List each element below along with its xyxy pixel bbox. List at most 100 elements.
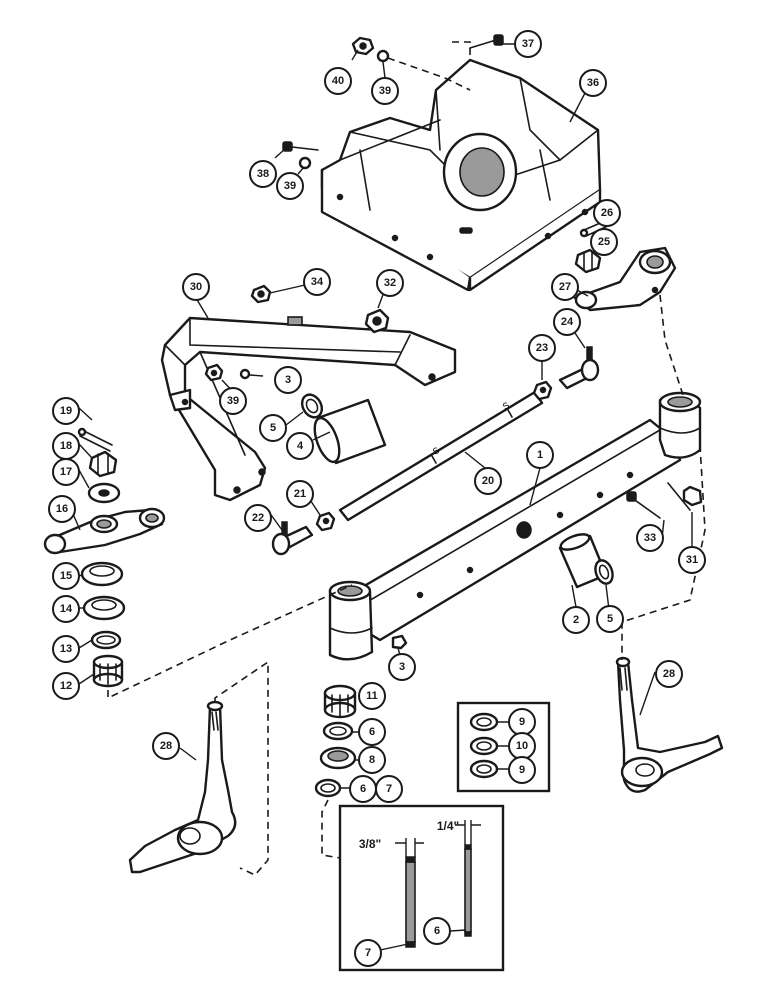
callout-27: 27 <box>551 273 579 301</box>
washer-5-left <box>300 393 324 419</box>
callout-28-left: 28 <box>152 732 180 760</box>
callout-26: 26 <box>593 199 621 227</box>
callout-7-lower: 7 <box>375 775 403 803</box>
front-axle-beam <box>328 391 702 661</box>
callout-16: 16 <box>48 495 76 523</box>
svg-text:3: 3 <box>285 374 291 386</box>
svg-text:1: 1 <box>537 449 543 461</box>
callout-39-top: 39 <box>371 77 399 105</box>
callout-17: 17 <box>52 458 80 486</box>
callout-6-lower: 6 <box>349 775 377 803</box>
callout-2: 2 <box>562 606 590 634</box>
dimension-3-8-inch: 3/8" <box>359 837 381 851</box>
svg-text:27: 27 <box>559 281 571 293</box>
thrust-washer-14 <box>82 595 126 621</box>
callout-19: 19 <box>52 397 80 425</box>
nut-34 <box>250 284 272 304</box>
nut-32 <box>364 308 390 334</box>
steering-arm-16 <box>43 507 166 555</box>
lockwasher-39-top <box>376 49 390 63</box>
callout-28-right: 28 <box>655 660 683 688</box>
svg-text:36: 36 <box>587 77 599 89</box>
callout-1: 1 <box>526 441 554 469</box>
grease-fitting-3-lower <box>391 634 408 650</box>
svg-text:34: 34 <box>311 276 324 288</box>
washer-5-right <box>594 559 614 585</box>
callout-3-lower: 3 <box>388 653 416 681</box>
svg-text:17: 17 <box>60 466 72 478</box>
callout-9-bottom: 9 <box>508 756 536 784</box>
callout-10: 10 <box>508 732 536 760</box>
svg-text:22: 22 <box>252 512 264 524</box>
svg-text:39: 39 <box>227 395 239 407</box>
castle-nut-25 <box>574 248 602 274</box>
svg-text:5: 5 <box>607 613 613 625</box>
callout-40: 40 <box>324 67 352 95</box>
svg-text:15: 15 <box>60 570 72 582</box>
callout-13: 13 <box>52 635 80 663</box>
callout-6-section: 6 <box>423 917 451 945</box>
svg-text:6: 6 <box>360 783 366 795</box>
callout-31: 31 <box>678 546 706 574</box>
svg-text:26: 26 <box>601 207 613 219</box>
seal-13 <box>90 630 122 650</box>
dimension-1-4-inch: 1/4" <box>437 819 459 833</box>
bearing-11 <box>323 684 357 719</box>
callout-34: 34 <box>303 268 331 296</box>
svg-text:14: 14 <box>60 603 73 615</box>
svg-text:30: 30 <box>190 281 202 293</box>
callout-11: 11 <box>358 682 386 710</box>
svg-text:11: 11 <box>366 690 378 702</box>
jam-nut-23 <box>532 380 553 401</box>
lockwasher-39-mid <box>298 156 312 170</box>
svg-text:13: 13 <box>60 643 72 655</box>
svg-text:3: 3 <box>399 661 405 673</box>
svg-text:31: 31 <box>686 554 698 566</box>
svg-text:5: 5 <box>270 422 276 434</box>
castle-nut-18 <box>88 450 118 478</box>
svg-text:6: 6 <box>369 726 375 738</box>
callout-4: 4 <box>286 432 314 460</box>
svg-text:21: 21 <box>294 488 306 500</box>
svg-text:16: 16 <box>56 503 68 515</box>
grease-fitting-3-top <box>239 368 251 380</box>
callout-25: 25 <box>590 228 618 256</box>
radius-rod <box>160 316 457 502</box>
svg-text:8: 8 <box>369 754 375 766</box>
svg-text:9: 9 <box>519 764 525 776</box>
washer-17 <box>87 482 121 504</box>
callout-39-mid: 39 <box>276 172 304 200</box>
callout-22: 22 <box>244 504 272 532</box>
bolt-37 <box>469 34 504 49</box>
svg-text:20: 20 <box>482 475 494 487</box>
svg-text:2: 2 <box>573 614 579 626</box>
svg-text:28: 28 <box>663 668 675 680</box>
callout-15: 15 <box>52 562 80 590</box>
callout-3-top: 3 <box>274 366 302 394</box>
callout-33: 33 <box>636 524 664 552</box>
callout-5-left: 5 <box>259 414 287 442</box>
callout-39-low: 39 <box>219 387 247 415</box>
svg-text:24: 24 <box>561 316 574 328</box>
callout-23: 23 <box>528 334 556 362</box>
bushing-12 <box>92 654 124 688</box>
callout-20: 20 <box>474 467 502 495</box>
svg-text:19: 19 <box>60 405 72 417</box>
callout-5-right: 5 <box>596 605 624 633</box>
nut-40 <box>351 36 375 56</box>
svg-text:33: 33 <box>644 532 656 544</box>
washer-6-upper <box>322 721 354 741</box>
svg-text:28: 28 <box>160 740 172 752</box>
callout-32: 32 <box>376 269 404 297</box>
cotter-pin-19 <box>77 427 113 452</box>
axle-support-bracket <box>320 58 602 292</box>
callout-8: 8 <box>358 746 386 774</box>
bolt-38 <box>282 141 319 152</box>
svg-text:38: 38 <box>257 168 269 180</box>
callout-18: 18 <box>52 432 80 460</box>
callout-38: 38 <box>249 160 277 188</box>
thrust-washer-15 <box>80 561 124 587</box>
svg-text:39: 39 <box>379 85 391 97</box>
bushing-4 <box>313 398 387 465</box>
